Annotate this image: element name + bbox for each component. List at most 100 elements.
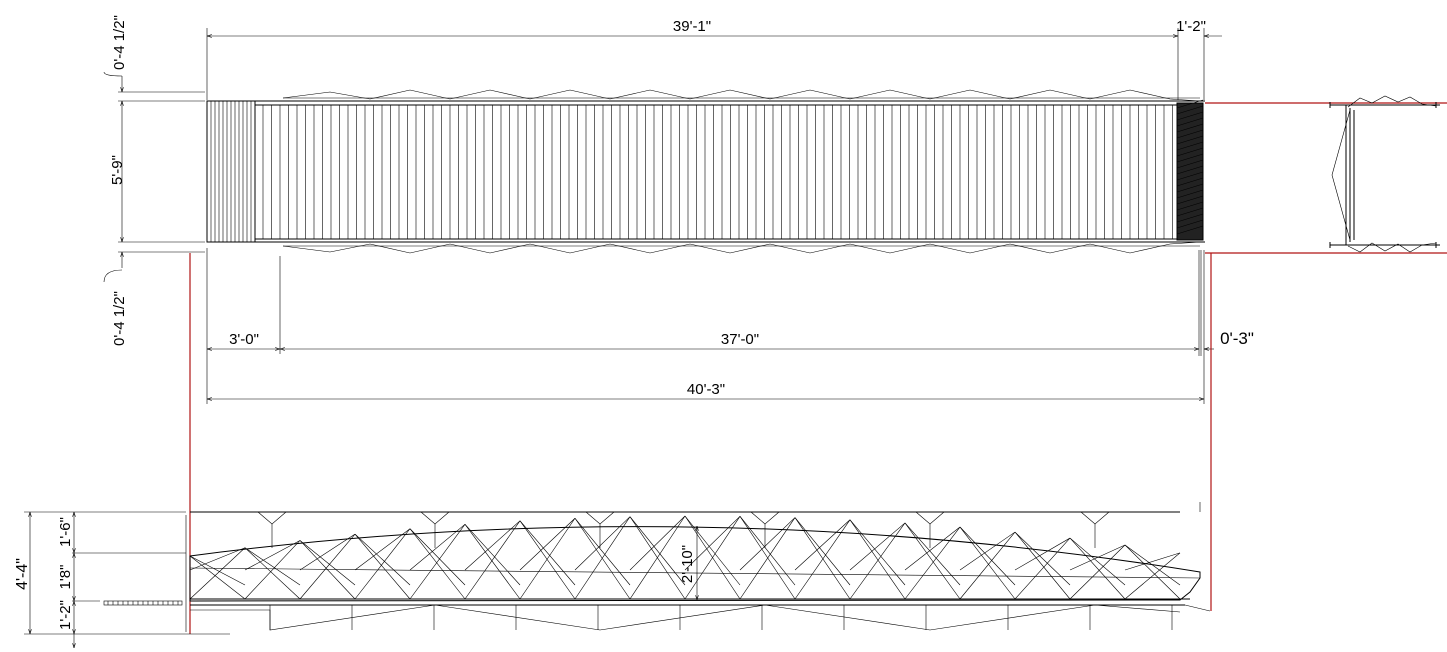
truss-member [244, 547, 301, 600]
elevation-bottom-ticks [269, 605, 1173, 630]
truss-member [959, 531, 1016, 571]
dim-label-bottom-offset: 0'-4 1/2" [111, 291, 128, 346]
hatch-stroke [1176, 111, 1204, 121]
dim-label-4-4: 4'-4" [14, 558, 31, 590]
truss-member [409, 524, 466, 571]
dim-label-1-2: 1'-2" [1176, 18, 1206, 35]
hatch-stroke [1176, 99, 1204, 109]
truss-member [189, 555, 246, 600]
dim-label-0-3: 0'-3" [1220, 329, 1254, 348]
truss-member [1069, 544, 1126, 571]
truss-member [1014, 537, 1071, 600]
truss-member [244, 540, 301, 600]
dim-label-2-10: 2'-10" [679, 545, 696, 583]
truss-member [464, 520, 521, 571]
truss-member [299, 533, 356, 571]
truss-member [464, 524, 521, 600]
plan-bottom-zigzag [282, 241, 1201, 254]
truss-member [794, 517, 851, 600]
truss-member [519, 520, 576, 600]
truss-member [519, 518, 576, 571]
dim-label-40-3: 40'-3" [687, 381, 725, 398]
dim-label-39-1: 39'-1" [673, 18, 711, 35]
end-hatching [1176, 99, 1204, 235]
truss-member [1124, 544, 1181, 586]
dimension-top-end: 1'-2" [1176, 18, 1222, 36]
hatch-stroke [1176, 207, 1204, 217]
truss-member [739, 517, 796, 571]
truss-member [1124, 552, 1181, 600]
hatch-stroke [1176, 177, 1204, 187]
hatch-stroke [1176, 117, 1204, 127]
truss-member [684, 516, 741, 600]
truss-member [244, 540, 301, 571]
truss-member [1069, 537, 1126, 600]
truss-member [739, 517, 796, 600]
truss-member [849, 519, 906, 586]
support-bracket [915, 511, 945, 525]
truss-member [904, 522, 961, 600]
truss-member [739, 516, 796, 600]
truss-member [629, 516, 686, 586]
truss-member [409, 528, 466, 586]
support-bracket [585, 511, 615, 525]
dimension-left: 0'-4 1/2" 5'-9" 0'-4 1/2" [103, 15, 128, 346]
hatch-stroke [1176, 129, 1204, 139]
truss-member [904, 522, 961, 586]
dim-label-5-9: 5'-9" [109, 155, 126, 185]
truss-member [189, 547, 246, 571]
truss-member [464, 520, 521, 600]
plan-view [118, 89, 1205, 254]
dimension-top-overall: 39'-1" [206, 18, 1205, 100]
section-view [1329, 95, 1440, 253]
elevation-view: 2'-10" [103, 502, 1211, 632]
truss-member [574, 516, 631, 571]
truss-member [189, 547, 246, 600]
support-bracket [750, 511, 780, 525]
truss-member [794, 519, 851, 600]
truss-member [574, 516, 631, 600]
truss-member [1014, 531, 1071, 586]
hatch-stroke [1176, 195, 1204, 205]
truss-member [849, 519, 906, 600]
dim-label-top-offset: 0'-4 1/2" [111, 15, 128, 70]
truss-member [794, 519, 851, 571]
hatch-stroke [1176, 147, 1204, 157]
truss-member [519, 520, 576, 586]
truss-member [299, 533, 356, 600]
truss-member [959, 526, 1016, 600]
elevation-truss [189, 515, 1181, 600]
reference-lines [189, 102, 1447, 634]
truss-member [959, 526, 1016, 586]
hatch-stroke [1176, 153, 1204, 163]
truss-member [849, 522, 906, 571]
truss-member [574, 518, 631, 600]
truss-member [354, 533, 411, 586]
dim-label-37-0: 37'-0" [721, 331, 759, 348]
truss-member [299, 540, 356, 600]
dim-label-1-6: 1'-6" [57, 517, 74, 547]
truss-member [519, 518, 576, 600]
truss-member [904, 526, 961, 600]
dim-label-1-8: 1'8" [57, 565, 74, 590]
truss-member [464, 524, 521, 586]
truss-member [739, 516, 796, 586]
truss-member [1069, 544, 1126, 600]
hatch-stroke [1176, 189, 1204, 199]
truss-member [409, 524, 466, 600]
truss-member [904, 526, 961, 571]
truss-member [189, 555, 246, 586]
hatch-stroke [1176, 225, 1204, 235]
deck-slats [262, 105, 1173, 239]
truss-member [574, 518, 631, 586]
plan-end-hatch [1176, 102, 1204, 241]
truss-member [354, 528, 411, 600]
truss-member [684, 515, 741, 586]
dim-label-1-2-elev: 1'-2" [57, 600, 74, 630]
dimension-elevation-left: 4'-4" 1'-6" 1'8" 1'-2" [14, 511, 230, 648]
elevation-ramp-hatch [107, 601, 179, 605]
truss-member [684, 516, 741, 571]
truss-member [354, 528, 411, 571]
hatch-stroke [1176, 141, 1204, 151]
